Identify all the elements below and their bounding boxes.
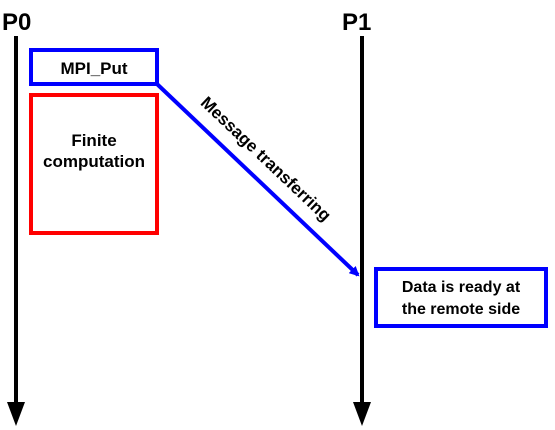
data-ready-line2: the remote side: [402, 301, 520, 318]
p1-label: P1: [342, 9, 371, 36]
finite-computation-box: [29, 93, 159, 235]
mpi-put-label: MPI_Put: [60, 59, 127, 78]
data-ready-box: [374, 267, 548, 328]
p1-timeline-arrowhead: [353, 402, 371, 426]
p0-timeline-arrowhead: [7, 402, 25, 426]
mpi-put-box: [29, 48, 159, 86]
finite-computation-line1: Finite: [71, 131, 116, 150]
message-arrow-label: Message transferring: [197, 93, 335, 225]
finite-computation-line2: computation: [43, 152, 145, 171]
p0-label: P0: [2, 9, 31, 36]
data-ready-line1: Data is ready at: [402, 279, 521, 296]
message-arrow: [155, 82, 360, 277]
